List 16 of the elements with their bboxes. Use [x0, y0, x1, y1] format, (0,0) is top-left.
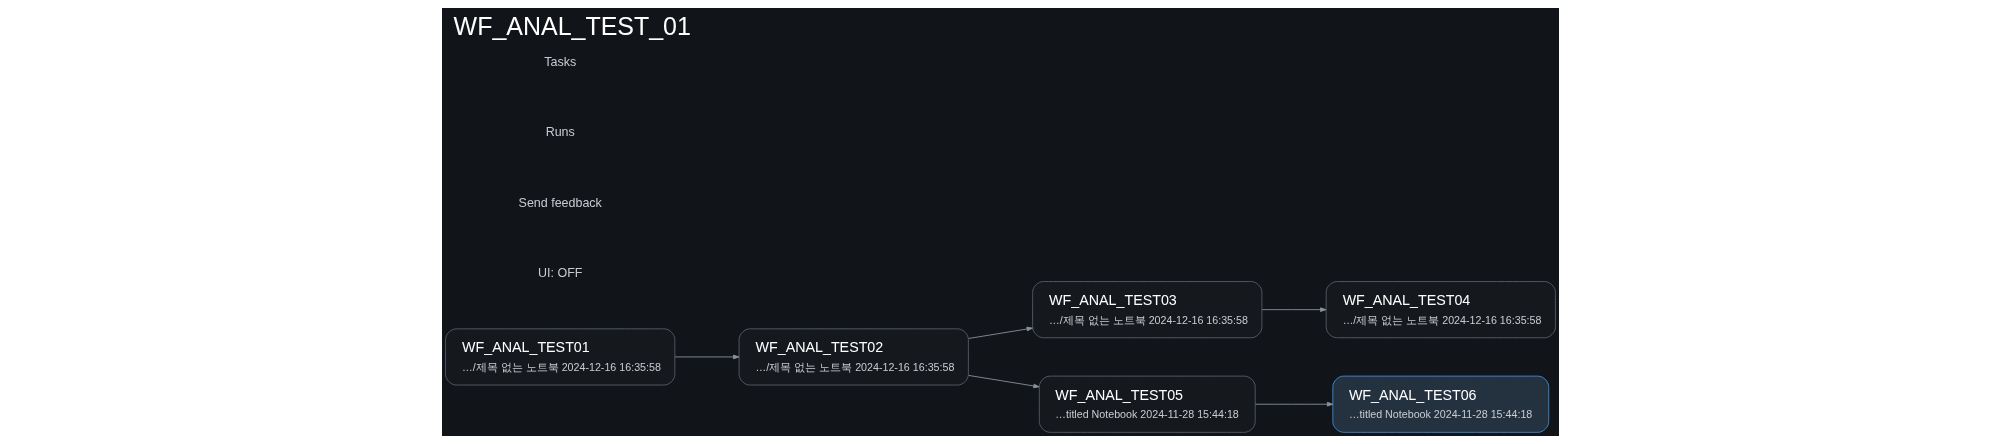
node-box: WF_ANAL_TEST01 …/제목 없는 노트북 2024-12-16 16:35:58 — [444, 328, 675, 386]
node-box: WF_ANAL_TEST04 …/제목 없는 노트북 2024-12-16 16:35:58 — [1325, 281, 1556, 339]
arrow — [1261, 307, 1326, 312]
arrow — [674, 354, 739, 360]
label: UI: OFF — [537, 266, 582, 281]
label: Runs — [545, 125, 575, 140]
diagram-title: WF_ANAL_TEST_01 — [453, 12, 691, 41]
node-box: WF_ANAL_TEST03 …/제목 없는 노트북 2024-12-16 16:35:58 — [1031, 281, 1262, 339]
node-box: WF_ANAL_TEST05 …titled Notebook 2024-11-28 15:44:18 — [1038, 375, 1256, 433]
arrow — [967, 375, 1040, 389]
node-box: WF_ANAL_TEST06 …titled Notebook 2024-11-28 15:44:18 — [1331, 375, 1549, 433]
node-box: WF_ANAL_TEST02 …/제목 없는 노트북 2024-12-16 16:35:58 — [738, 328, 969, 386]
label: Tasks — [543, 54, 576, 69]
label: Send feedback — [518, 195, 602, 210]
arrow — [1254, 401, 1333, 407]
arrow — [967, 326, 1033, 339]
